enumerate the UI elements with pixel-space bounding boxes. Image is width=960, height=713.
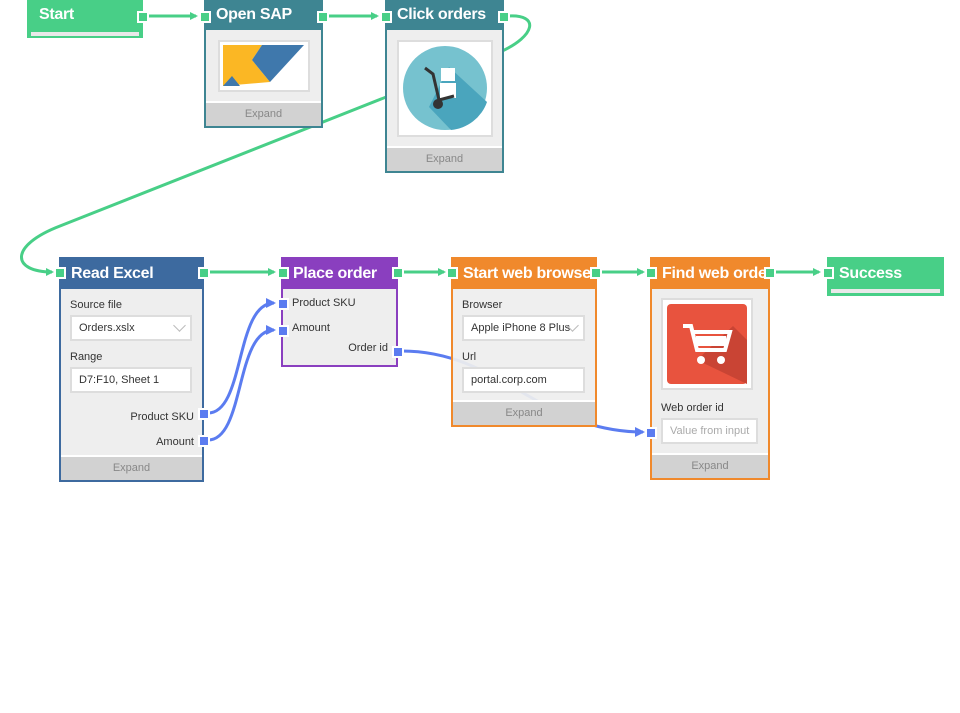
node-start-web-browser[interactable]: Start web browser Browser Apple iPhone 8… [451,257,597,427]
browser-select[interactable]: Apple iPhone 8 Plus [462,315,585,341]
source-file-select[interactable]: Orders.xslx [70,315,192,341]
order-id-output-port[interactable] [392,346,404,358]
node-title: Read Excel [61,259,202,289]
start-output-port[interactable] [137,11,149,23]
click-orders-output-port[interactable] [498,11,510,23]
sap-logo-icon [217,40,310,92]
node-open-sap[interactable]: Open SAP Expand [204,0,323,128]
output-order-id: Order id [348,342,388,354]
click-orders-input-port[interactable] [380,11,392,23]
source-file-label: Source file [70,299,122,311]
source-file-value: Orders.xslx [79,322,135,334]
node-title: Start web browser [453,259,597,289]
browser-value: Apple iPhone 8 Plus [471,322,571,334]
web-browser-input-port[interactable] [446,267,458,279]
node-click-orders[interactable]: Click orders Expand [385,0,504,173]
web-order-id-input-port[interactable] [645,427,657,439]
expand-button[interactable]: Expand [206,101,321,126]
hand-truck-icon [396,40,493,137]
find-order-input-port[interactable] [645,267,657,279]
start-bar [31,32,139,36]
node-title: Success [839,265,902,282]
input-product-sku: Product SKU [292,297,356,309]
node-read-excel[interactable]: Read Excel Source file Orders.xslx Range… [59,257,204,482]
range-input[interactable]: D7:F10, Sheet 1 [70,367,192,393]
node-start[interactable]: Start [27,0,143,38]
amount-input-port[interactable] [277,325,289,337]
node-find-web-order[interactable]: Find web order Web order id Value from i… [650,257,773,480]
node-title: Click orders [387,0,502,30]
product-sku-output-port[interactable] [198,408,210,420]
node-success[interactable]: Success [827,257,944,296]
url-input[interactable]: portal.corp.com [462,367,585,393]
expand-button[interactable]: Expand [387,146,502,171]
open-sap-output-port[interactable] [317,11,329,23]
url-label: Url [462,351,477,363]
amount-output-port[interactable] [198,435,210,447]
read-excel-output-port[interactable] [198,267,210,279]
data-edge-amount [207,325,276,442]
data-edge-sku [207,298,276,415]
browser-label: Browser [462,299,503,311]
input-amount: Amount [292,322,330,334]
web-browser-output-port[interactable] [590,267,602,279]
place-order-output-port[interactable] [392,267,404,279]
output-amount: Amount [156,436,194,448]
success-bar [831,289,940,293]
node-title: Place order [283,259,396,289]
place-order-input-port[interactable] [277,267,289,279]
open-sap-input-port[interactable] [199,11,211,23]
shopping-cart-icon [661,298,753,390]
chevron-down-icon [173,319,186,332]
node-place-order[interactable]: Place order Product SKU Amount Order id [281,257,398,367]
flow-edge-clickorders-readexcel [20,14,531,276]
node-title: Start [39,6,74,23]
node-title: Open SAP [206,0,321,30]
product-sku-input-port[interactable] [277,298,289,310]
node-title: Find web order [652,259,773,289]
output-product-sku: Product SKU [130,411,194,423]
range-label: Range [70,351,103,363]
expand-button[interactable]: Expand [453,400,595,425]
web-order-id-input[interactable]: Value from input [661,418,758,444]
web-order-id-label: Web order id [661,402,724,414]
success-input-port[interactable] [822,267,834,279]
read-excel-input-port[interactable] [54,267,66,279]
expand-button[interactable]: Expand [652,453,768,478]
expand-button[interactable]: Expand [61,455,202,480]
find-order-output-port[interactable] [764,267,776,279]
